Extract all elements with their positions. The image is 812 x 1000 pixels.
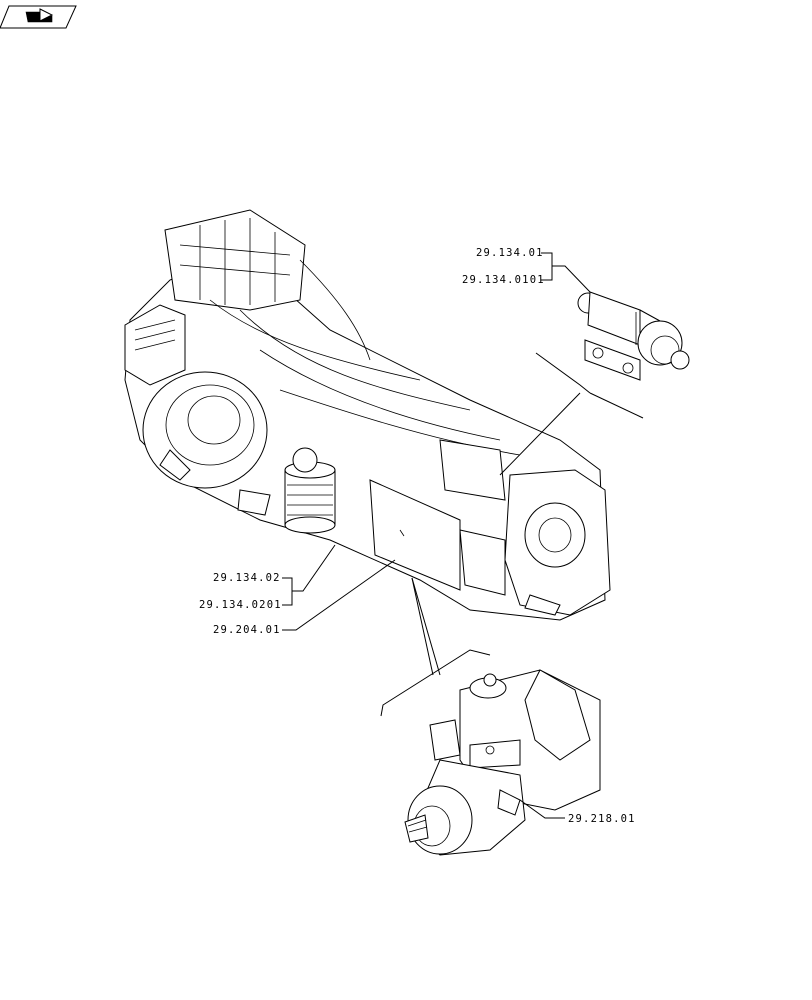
callout-filter[interactable]: 29.134.02	[213, 572, 281, 584]
callout-valve-top-variant[interactable]: 29.134.0101	[462, 274, 545, 286]
filter-canister	[284, 447, 336, 534]
leader-lines	[282, 252, 644, 819]
callout-transmission[interactable]: 29.204.01	[213, 624, 281, 636]
solenoid-valve-part[interactable]	[577, 291, 690, 381]
hydraulic-pump-part[interactable]	[404, 669, 601, 856]
transmission-assembly	[124, 209, 611, 621]
callout-filter-variant[interactable]: 29.134.0201	[199, 599, 282, 611]
book-arrow-icon[interactable]	[0, 5, 77, 29]
callout-pump[interactable]: 29.218.01	[568, 813, 636, 825]
callout-valve-top[interactable]: 29.134.01	[476, 247, 544, 259]
